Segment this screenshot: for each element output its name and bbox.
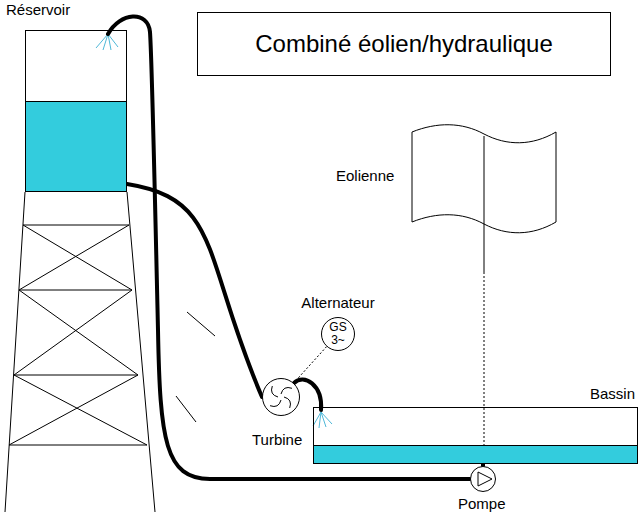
diagram-title: Combiné éolien/hydraulique <box>255 30 553 58</box>
coupling-line <box>484 272 485 466</box>
title-box: Combiné éolien/hydraulique <box>197 12 611 76</box>
part-label: Turbine <box>252 432 302 449</box>
reservoir: Réservoir <box>25 30 127 192</box>
water-pipe <box>127 184 262 397</box>
circle-outline <box>322 318 355 351</box>
water <box>26 101 126 191</box>
water-spray <box>96 34 332 428</box>
turbine: Turbine <box>262 378 300 416</box>
water-pipe <box>108 16 470 479</box>
turbine-blade <box>281 388 292 394</box>
coupling-line <box>294 347 327 383</box>
alternator: AlternateurGS 3~ <box>321 317 355 351</box>
circle-outline <box>263 379 300 416</box>
turbine-blade <box>270 400 281 406</box>
pipe-support <box>176 312 215 422</box>
rotor-shaft <box>484 136 485 272</box>
part-label: Bassin <box>590 386 635 403</box>
part-label: Pompe <box>458 496 506 513</box>
pump-triangle <box>478 472 492 486</box>
pump-outline <box>470 466 496 492</box>
part-label: Réservoir <box>6 2 70 19</box>
blade-edge <box>556 132 557 222</box>
tower <box>5 192 155 512</box>
blade-edge <box>412 132 413 222</box>
pump: Pompe <box>470 466 496 492</box>
turbine-outline <box>262 378 300 416</box>
wind-turbine: Eolienne <box>412 122 556 272</box>
basin: Bassin <box>313 407 638 464</box>
flag-outline <box>412 122 556 272</box>
circle-outline <box>471 467 496 492</box>
part-label: Alternateur <box>301 295 374 312</box>
water <box>314 445 637 463</box>
part-label: Eolienne <box>336 168 394 185</box>
turbine-blade <box>284 397 290 408</box>
turbine-blade <box>272 386 278 397</box>
symbol-text: GS 3~ <box>327 321 349 346</box>
